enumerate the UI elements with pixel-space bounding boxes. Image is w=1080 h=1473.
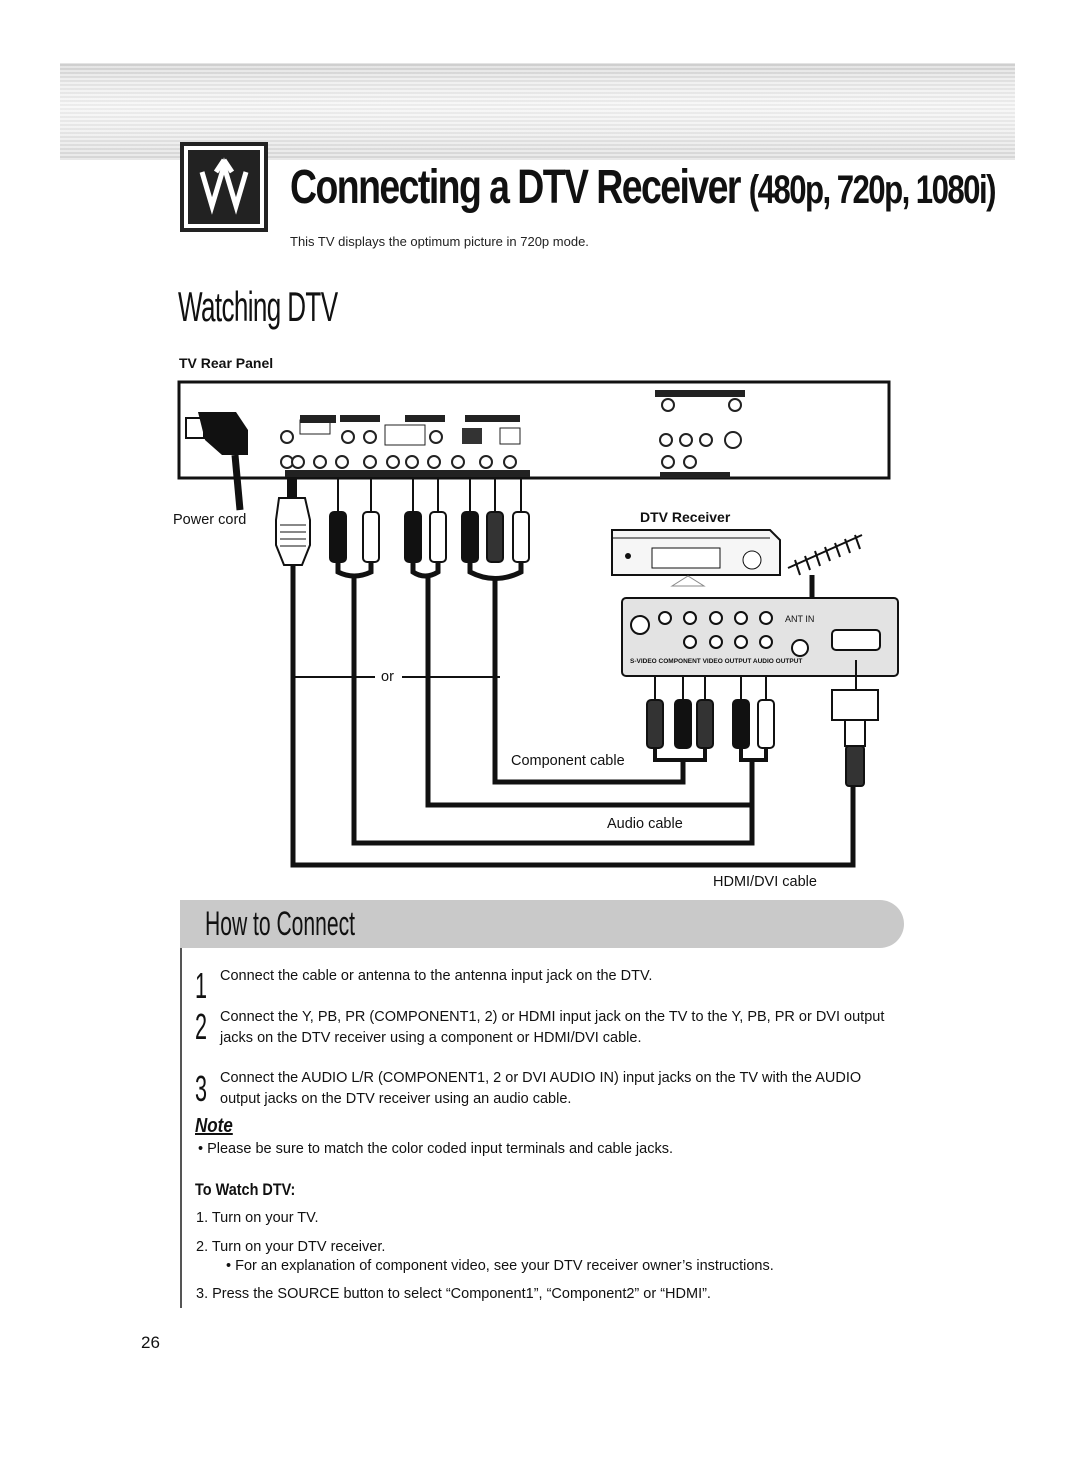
ant-in-label: ANT IN xyxy=(785,614,815,624)
rear-panel-rca-jacks xyxy=(280,398,742,469)
dtv-receiver-box xyxy=(611,529,781,587)
component-cable-label: Component cable xyxy=(511,753,625,769)
hdmi-plug xyxy=(275,478,311,566)
connection-diagram xyxy=(177,380,899,868)
page-subtitle: This TV displays the optimum picture in … xyxy=(290,234,589,249)
power-plug-icon xyxy=(185,412,248,511)
to-watch-heading: To Watch DTV: xyxy=(195,1180,296,1199)
list-item: • For an explanation of component video,… xyxy=(226,1258,774,1274)
how-to-connect-title: How to Connect xyxy=(205,905,355,943)
section-title: Watching DTV xyxy=(178,283,338,330)
list-item: 1. Turn on your TV. xyxy=(196,1210,319,1226)
note-heading: Note xyxy=(195,1115,233,1137)
dvi-plug xyxy=(831,660,879,787)
antenna-icon xyxy=(787,534,863,576)
tv-rca-plugs xyxy=(329,478,530,563)
page-title-modes: (480p, 720p, 1080i) xyxy=(748,168,997,212)
receiver-rca-plugs xyxy=(646,676,775,762)
power-cord-label: Power cord xyxy=(173,512,247,528)
dtv-receiver-label: DTV Receiver xyxy=(640,509,731,525)
list-item: 2. Turn on your DTV receiver. xyxy=(196,1239,386,1255)
step-number: 2 xyxy=(195,1006,208,1047)
page-number: 26 xyxy=(141,1333,160,1352)
rear-panel-jacks xyxy=(285,390,745,478)
list-item: 3. Press the SOURCE button to select “Co… xyxy=(196,1286,711,1302)
page-title: Connecting a DTV Receiver (480p, 720p, 1… xyxy=(290,161,997,214)
receiver-jack-labels: S-VIDEO COMPONENT VIDEO OUTPUT AUDIO OUT… xyxy=(630,658,803,665)
or-label: or xyxy=(381,669,394,685)
tv-rear-panel xyxy=(177,380,891,511)
receiver-back-panel xyxy=(621,597,899,677)
note-text: • Please be sure to match the color code… xyxy=(198,1141,673,1157)
step-number: 1 xyxy=(195,965,208,1006)
audio-cable-label: Audio cable xyxy=(607,816,683,832)
step-number: 3 xyxy=(195,1068,208,1109)
up-down-arrows-icon xyxy=(180,142,268,232)
step-text: Connect the cable or antenna to the ante… xyxy=(220,968,653,984)
step-text: Connect the Y, PB, PR (COMPONENT1, 2) or… xyxy=(220,1009,885,1046)
section-rule xyxy=(180,948,182,1308)
cables xyxy=(290,562,856,868)
how-to-connect-band xyxy=(180,900,904,948)
step-text: Connect the AUDIO L/R (COMPONENT1, 2 or … xyxy=(220,1070,862,1107)
hdmi-dvi-cable-label: HDMI/DVI cable xyxy=(713,874,817,890)
tv-rear-panel-label: TV Rear Panel xyxy=(179,355,274,371)
